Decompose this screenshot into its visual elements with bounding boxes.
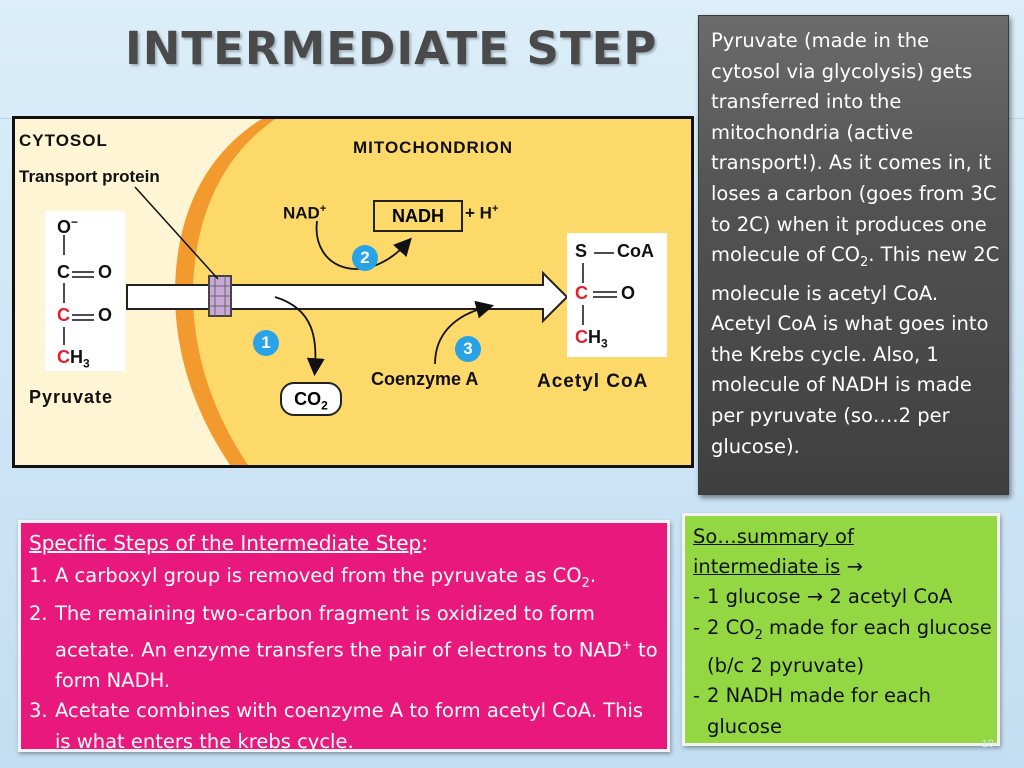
step-item-3: 3. Acetate combines with coenzyme A to f… <box>29 699 644 753</box>
pyruvate-oxygen-2: O <box>98 305 113 325</box>
transport-protein-label: Transport protein <box>19 167 160 186</box>
summary-panel: So…summary of intermediate is → - 1 gluc… <box>682 513 1000 746</box>
nad-plus-label: NAD+ <box>283 203 327 223</box>
right-arrow-icon: → <box>806 585 824 608</box>
acetyl-coa-label: Acetyl CoA <box>537 371 649 392</box>
pyruvate-molecule: O− C O C O CH3 <box>45 211 125 371</box>
step-item-2: 2. The remaining two-carbon fragment is … <box>29 602 658 692</box>
explanation-text: Pyruvate (made in the cytosol via glycol… <box>711 29 1000 458</box>
pyruvate-o-minus: O− <box>57 215 79 237</box>
h-plus-label: + H+ <box>465 203 499 223</box>
step-1-circle: 1 <box>253 330 279 356</box>
step-2-circle: 2 <box>352 245 378 271</box>
explanation-panel: Pyruvate (made in the cytosol via glycol… <box>698 15 1009 495</box>
acetyl-coa-group: CoA <box>617 241 654 261</box>
summary-item-1: - 1 glucose → 2 acetyl CoA <box>693 585 953 608</box>
acetyl-coa-molecule: S CoA C O CH3 <box>567 233 667 357</box>
page-title: INTERMEDIATE STEP <box>125 22 658 75</box>
pyruvate-bonds <box>63 235 94 345</box>
nadh-box: NADH <box>373 200 463 232</box>
cytosol-label: CYTOSOL <box>19 131 108 150</box>
acetyl-coa-bonds <box>582 252 617 325</box>
step-item-1: 1. A carboxyl group is removed from the … <box>29 564 597 591</box>
summary-list: - 1 glucose → 2 acetyl CoA - 2 CO2 made … <box>693 582 993 742</box>
acetyl-carbon-1: C <box>575 283 588 303</box>
mitochondrion-label: MITOCHONDRION <box>353 138 514 157</box>
pyruvate-oxygen-1: O <box>98 262 113 282</box>
summary-item-2: - 2 CO2 made for each glucose (b/c 2 pyr… <box>693 615 992 677</box>
pyruvate-label: Pyruvate <box>29 387 114 407</box>
coenzyme-a-arrow <box>434 300 494 365</box>
co2-release-arrow <box>274 296 325 377</box>
steps-list: 1. A carboxyl group is removed from the … <box>29 561 659 757</box>
summary-item-3: - 2 NADH made for each glucose <box>693 684 931 738</box>
summary-heading: So…summary of intermediate is → <box>693 525 863 578</box>
transport-protein-leader <box>134 186 219 280</box>
acetyl-oxygen: O <box>621 283 636 303</box>
steps-heading: Specific Steps of the Intermediate Step: <box>29 531 429 555</box>
pyruvate-transport-arrow <box>126 270 569 324</box>
intermediate-step-diagram: CYTOSOL Transport protein MITOCHONDRION … <box>12 116 694 468</box>
pyruvate-carbon-2: C <box>57 305 70 325</box>
step-3-circle: 3 <box>455 336 481 362</box>
coenzyme-a-label: Coenzyme A <box>371 369 479 389</box>
diagram-graphics <box>126 119 691 465</box>
pyruvate-ch3: CH3 <box>57 347 90 371</box>
nad-to-nadh-arrow <box>315 220 412 270</box>
acetyl-ch3: CH3 <box>575 327 608 351</box>
acetyl-sulfur: S <box>575 241 588 261</box>
page-number: 10 <box>981 738 994 750</box>
specific-steps-panel: Specific Steps of the Intermediate Step:… <box>18 520 670 753</box>
pyruvate-carbon-1: C <box>57 262 70 282</box>
co2-product-box: CO2 <box>280 382 342 416</box>
right-arrow-icon: → <box>846 555 863 578</box>
